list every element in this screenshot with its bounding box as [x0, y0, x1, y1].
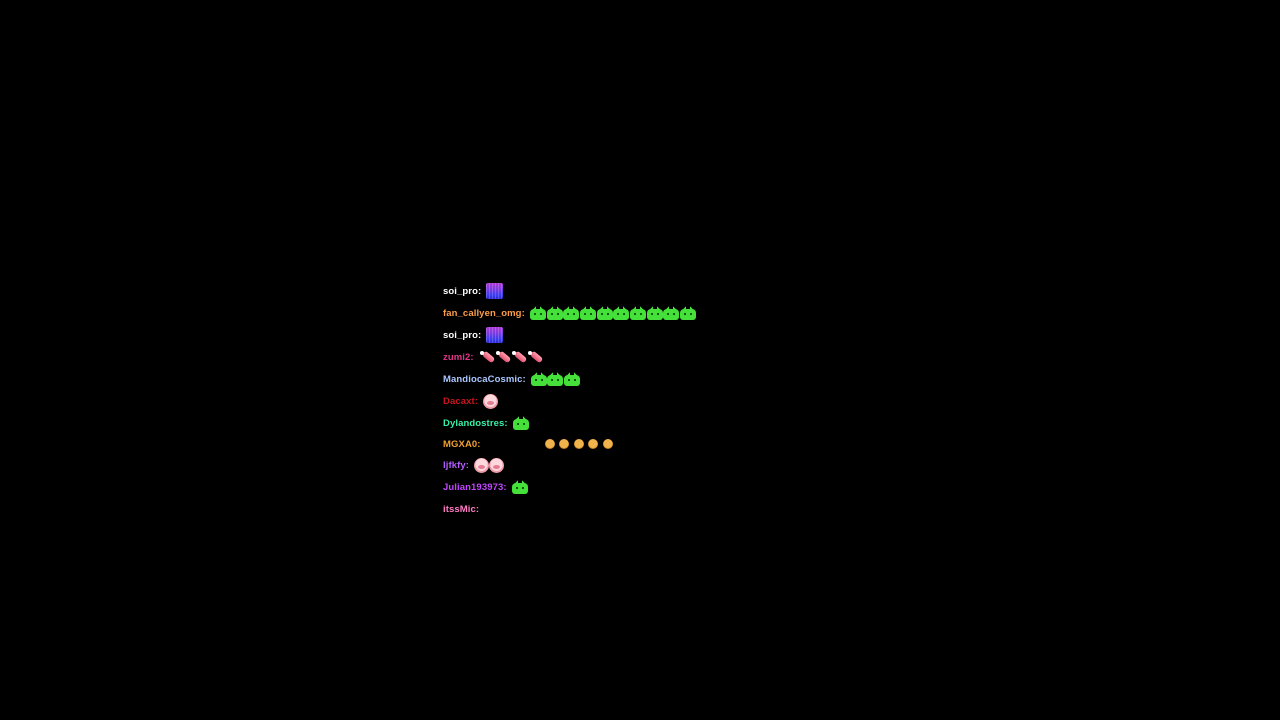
- face-emote-icon: [588, 439, 599, 449]
- emote-list: [530, 372, 581, 386]
- pig-emote-icon: [489, 457, 505, 473]
- chat-username: fan_callyen_omg:: [443, 307, 525, 319]
- chat-message: Julian193973:: [443, 476, 863, 498]
- emote-list: [479, 349, 543, 365]
- cat-emote-icon: [680, 306, 697, 320]
- face-emote-icon: [544, 439, 555, 449]
- face-emote-icon: [602, 439, 613, 449]
- face-emote-icon: [559, 439, 570, 449]
- cat-emote-icon: [529, 306, 546, 320]
- chat-username: Dylandostres:: [443, 417, 508, 429]
- chat-message: fan_callyen_omg:: [443, 302, 863, 324]
- chat-message: soi_pro:: [443, 324, 863, 346]
- chat-message: itssMic:: [443, 498, 863, 520]
- chat-message: ljfkfy:: [443, 454, 863, 476]
- grid-emote-icon: [486, 283, 504, 299]
- cat-emote-icon: [613, 306, 630, 320]
- emote-list: [512, 416, 530, 430]
- sausage-emote-icon: [511, 349, 527, 365]
- chat-message: Dacaxt:: [443, 390, 863, 412]
- cat-emote-icon: [512, 416, 529, 430]
- emote-list: [474, 457, 505, 473]
- cat-emote-icon: [596, 306, 613, 320]
- cat-emote-icon: [547, 372, 564, 386]
- emote-list: [544, 439, 618, 449]
- cat-emote-icon: [663, 306, 680, 320]
- sausage-emote-icon: [495, 349, 511, 365]
- cat-emote-icon: [629, 306, 646, 320]
- cat-emote-icon: [646, 306, 663, 320]
- chat-username: zumi2:: [443, 351, 474, 363]
- chat-message: zumi2:: [443, 346, 863, 368]
- chat-message: MGXA0:: [443, 434, 863, 454]
- emote-list: [483, 393, 499, 409]
- emote-list: [486, 283, 504, 299]
- pig-emote-icon: [474, 457, 490, 473]
- chat-message: Dylandostres:: [443, 412, 863, 434]
- chat-username: soi_pro:: [443, 329, 482, 341]
- chat-message: soi_pro:: [443, 280, 863, 302]
- grid-emote-icon: [486, 327, 504, 343]
- cat-emote-icon: [563, 306, 580, 320]
- chat-username: ljfkfy:: [443, 459, 470, 471]
- face-emote-icon: [573, 439, 584, 449]
- chat-username: Dacaxt:: [443, 395, 479, 407]
- sausage-emote-icon: [479, 349, 495, 365]
- chat-username: itssMic:: [443, 503, 480, 515]
- emote-list: [486, 327, 504, 343]
- chat-username: Julian193973:: [443, 481, 507, 493]
- chat-username: MandiocaCosmic:: [443, 373, 526, 385]
- emote-list: [511, 480, 529, 494]
- cat-emote-icon: [579, 306, 596, 320]
- emote-list: [529, 306, 697, 320]
- chat-feed: soi_pro: fan_callyen_omg: soi_pro:: [443, 280, 863, 520]
- cat-emote-icon: [564, 372, 581, 386]
- chat-username: soi_pro:: [443, 285, 482, 297]
- sausage-emote-icon: [527, 349, 543, 365]
- chat-username: MGXA0:: [443, 438, 481, 450]
- chat-message: MandiocaCosmic:: [443, 368, 863, 390]
- cat-emote-icon: [546, 306, 563, 320]
- cat-emote-icon: [511, 480, 528, 494]
- pig-emote-icon: [483, 393, 499, 409]
- cat-emote-icon: [530, 372, 547, 386]
